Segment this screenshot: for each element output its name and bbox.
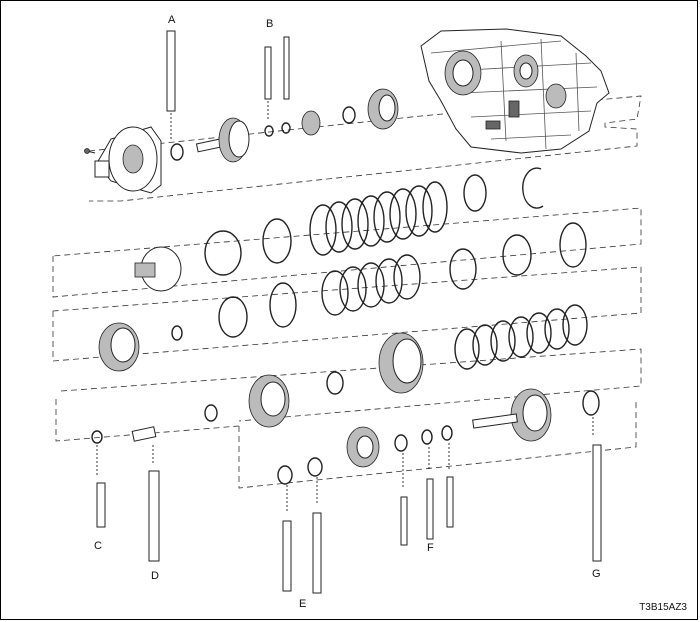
planetary-gear-row — [91, 371, 600, 485]
clutch-pack-row-2 — [98, 254, 588, 394]
oil-pump-assembly — [84, 126, 162, 194]
label-b: B — [266, 18, 274, 30]
label-d: D — [151, 570, 159, 582]
clutch-pack-row-1 — [134, 167, 587, 292]
input-shaft — [170, 88, 399, 163]
figure-code: T3B15AZ3 — [639, 602, 687, 613]
label-e: E — [299, 598, 307, 610]
label-a: A — [168, 14, 176, 26]
label-g: G — [592, 568, 601, 580]
label-c: C — [94, 540, 102, 552]
assembly-planes — [52, 95, 642, 489]
label-f: F — [427, 542, 434, 554]
special-tools — [96, 30, 602, 594]
leader-arrows — [96, 101, 594, 513]
transaxle-case — [420, 28, 610, 154]
